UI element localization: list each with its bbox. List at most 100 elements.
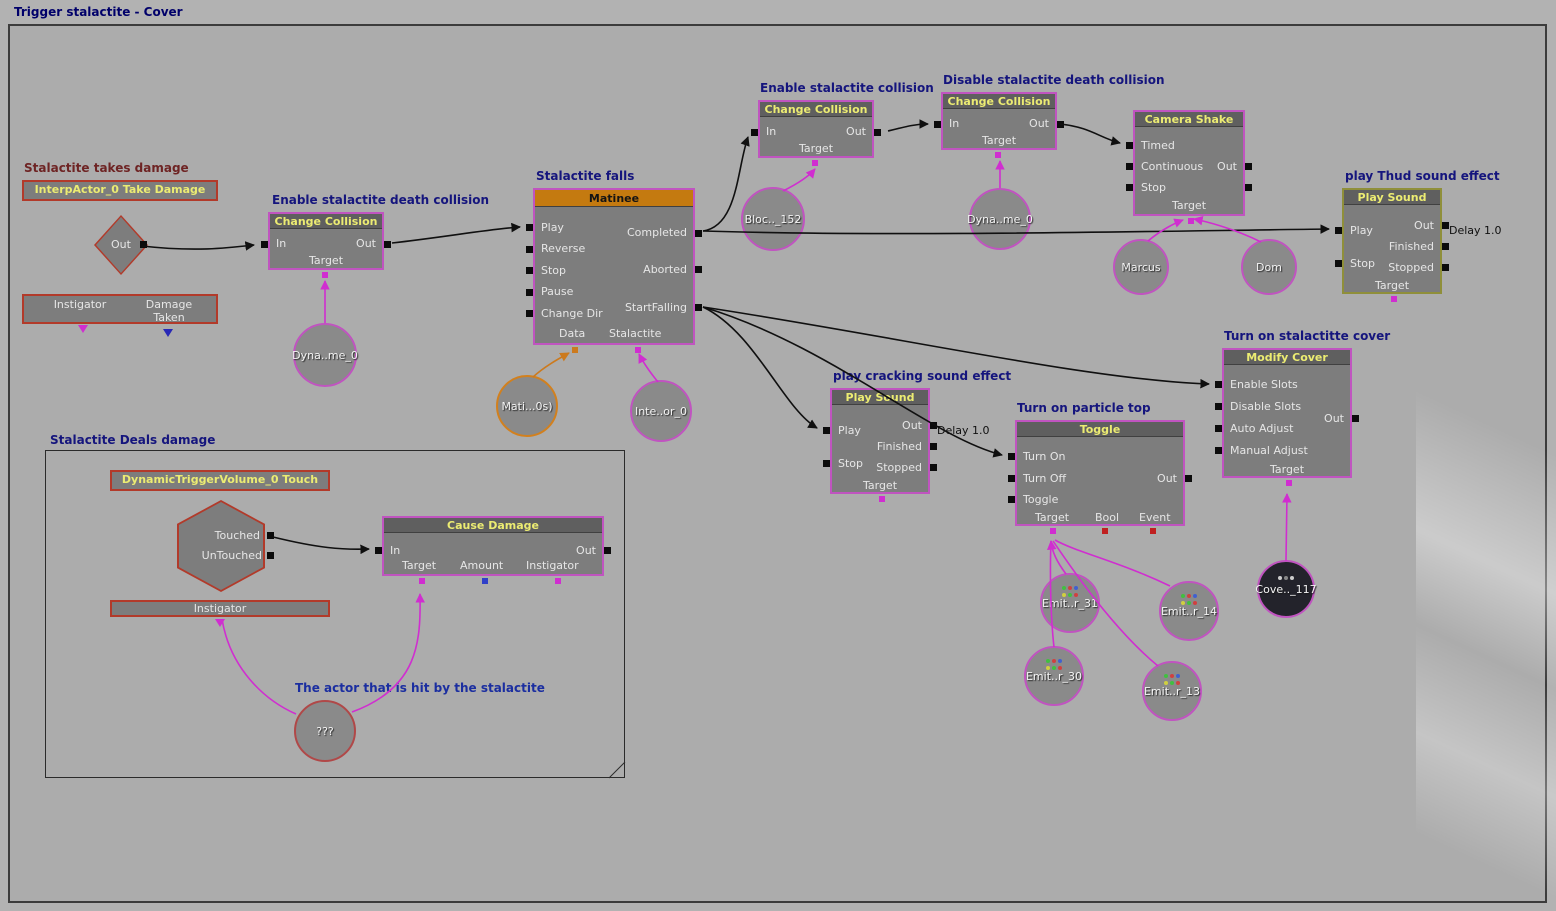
var-unknown-actor[interactable]: ??? [294, 700, 356, 762]
exec-pin-touched[interactable] [267, 532, 274, 539]
event-output-vars[interactable]: Instigator Damage Taken [22, 294, 218, 324]
node-modify-cover[interactable]: Modify Cover Enable Slots Disable Slots … [1215, 348, 1359, 486]
node-change-collision-death-off[interactable]: Change Collision In Out Target [934, 92, 1064, 158]
exec-pin-in[interactable] [375, 547, 382, 554]
var-pin-instigator[interactable] [555, 578, 561, 584]
var-emitter-31[interactable]: Emit..r_31 [1040, 573, 1100, 633]
node-play-sound-cracking[interactable]: Play Sound Play Stop Out Finished Stoppe… [823, 388, 937, 502]
pin-label-target: Target [1374, 279, 1410, 292]
var-pin-amount[interactable] [482, 578, 488, 584]
var-inte-or-0[interactable]: Inte..or_0 [630, 380, 692, 442]
exec-pin-startfalling[interactable] [695, 304, 702, 311]
var-pin-target[interactable] [1050, 528, 1056, 534]
exec-pin-out[interactable] [1352, 415, 1359, 422]
exec-pin-toggle[interactable] [1008, 496, 1015, 503]
var-pin-target[interactable] [879, 496, 885, 502]
exec-pin-finished[interactable] [930, 443, 937, 450]
exec-pin-untouched[interactable] [267, 552, 274, 559]
var-marcus[interactable]: Marcus [1113, 239, 1169, 295]
event-out-diamond[interactable]: Out [94, 215, 148, 275]
exec-pin-out[interactable] [384, 241, 391, 248]
var-cove-117[interactable]: Cove.._117 [1255, 560, 1317, 618]
exec-pin-completed[interactable] [695, 230, 702, 237]
exec-pin-stop[interactable] [823, 460, 830, 467]
exec-pin-continuous[interactable] [1126, 163, 1133, 170]
var-emitter-14[interactable]: Emit..r_14 [1159, 581, 1219, 641]
exec-pin-reverse[interactable] [526, 246, 533, 253]
window-title: Trigger stalactite - Cover [14, 5, 183, 19]
comment-particle-top: Turn on particle top [1017, 401, 1151, 415]
exec-pin-out[interactable] [874, 129, 881, 136]
node-play-sound-thud[interactable]: Play Sound Play Stop Out Finished Stoppe… [1335, 188, 1449, 302]
exec-pin-out[interactable] [1245, 163, 1252, 170]
exec-pin-enable-slots[interactable] [1215, 381, 1222, 388]
exec-pin-out[interactable] [604, 547, 611, 554]
exec-pin-play[interactable] [526, 224, 533, 231]
exec-pin-in[interactable] [934, 121, 941, 128]
var-dom[interactable]: Dom [1241, 239, 1297, 295]
node-change-collision-death-on[interactable]: Change Collision In Out Target [261, 212, 391, 278]
var-emitter-30[interactable]: Emit..r_30 [1024, 646, 1084, 706]
event-take-damage[interactable]: InterpActor_0 Take Damage [22, 180, 218, 201]
node-camera-shake[interactable]: Camera Shake Timed Continuous Stop Out T… [1126, 110, 1252, 224]
var-pin-target[interactable] [812, 160, 818, 166]
exec-pin-stopped[interactable] [1442, 264, 1449, 271]
pin-label-manual-adjust: Manual Adjust [1230, 444, 1308, 457]
exec-pin-stop[interactable] [1126, 184, 1133, 191]
var-link-instigator[interactable] [215, 619, 225, 627]
var-dyna-me-0-a[interactable]: Dyna..me_0 [292, 323, 358, 387]
var-pin-data[interactable] [572, 347, 578, 353]
node-cause-damage[interactable]: Cause Damage In Out Target Amount Instig… [375, 516, 611, 584]
exec-pin-auto-adjust[interactable] [1215, 425, 1222, 432]
event-out-label: Out [111, 238, 131, 251]
exec-pin-turn-on[interactable] [1008, 453, 1015, 460]
var-dyna-me-0-b[interactable]: Dyna..me_0 [967, 188, 1033, 250]
event-touch[interactable]: DynamicTriggerVolume_0 Touch [110, 470, 330, 491]
exec-pin-out[interactable] [140, 241, 147, 248]
exec-pin-change-dir[interactable] [526, 310, 533, 317]
node-matinee[interactable]: Matinee Play Reverse Stop Pause Change D… [526, 188, 702, 353]
deals-damage-comment-box[interactable] [45, 450, 625, 778]
exec-pin-stopped[interactable] [930, 464, 937, 471]
exec-pin-play[interactable] [1335, 227, 1342, 234]
node-toggle[interactable]: Toggle Turn On Turn Off Toggle Out Targe… [1008, 420, 1192, 534]
pin-label-amount: Amount [460, 559, 504, 572]
exec-pin-timed[interactable] [1126, 142, 1133, 149]
touch-instigator-bar[interactable]: Instigator [110, 600, 330, 617]
exec-pin-aborted[interactable] [695, 266, 702, 273]
var-pin-target[interactable] [1391, 296, 1397, 302]
pin-label-target: Target [1269, 463, 1305, 476]
var-pin-bool[interactable] [1102, 528, 1108, 534]
node-change-collision-on[interactable]: Change Collision In Out Target [751, 100, 881, 166]
exec-pin-out-2[interactable] [1245, 184, 1252, 191]
var-pin-target[interactable] [419, 578, 425, 584]
exec-pin-in[interactable] [261, 241, 268, 248]
exec-pin-out[interactable] [1442, 222, 1449, 229]
exec-pin-out[interactable] [930, 422, 937, 429]
var-link-instigator[interactable] [78, 325, 88, 333]
exec-pin-stop[interactable] [526, 267, 533, 274]
exec-pin-turn-off[interactable] [1008, 475, 1015, 482]
var-matinee-data[interactable]: Mati...0s) [496, 375, 558, 437]
var-link-damage-taken[interactable] [163, 329, 173, 337]
var-label: Emit..r_30 [1025, 669, 1083, 683]
var-pin-target[interactable] [322, 272, 328, 278]
exec-pin-out[interactable] [1057, 121, 1064, 128]
var-pin-stalactite[interactable] [635, 347, 641, 353]
exec-pin-disable-slots[interactable] [1215, 403, 1222, 410]
var-pin-target[interactable] [1188, 218, 1194, 224]
var-pin-target[interactable] [1286, 480, 1292, 486]
var-pin-event[interactable] [1150, 528, 1156, 534]
exec-pin-in[interactable] [751, 129, 758, 136]
var-emitter-13[interactable]: Emit..r_13 [1142, 661, 1202, 721]
exec-pin-out[interactable] [1185, 475, 1192, 482]
var-pin-target[interactable] [995, 152, 1001, 158]
var-bloc-152[interactable]: Bloc.._152 [741, 187, 805, 251]
exec-pin-finished[interactable] [1442, 243, 1449, 250]
exec-pin-stop[interactable] [1335, 260, 1342, 267]
event-touch-hexagon[interactable]: Touched UnTouched [177, 500, 274, 592]
exec-pin-manual-adjust[interactable] [1215, 447, 1222, 454]
exec-pin-play[interactable] [823, 427, 830, 434]
exec-pin-pause[interactable] [526, 289, 533, 296]
